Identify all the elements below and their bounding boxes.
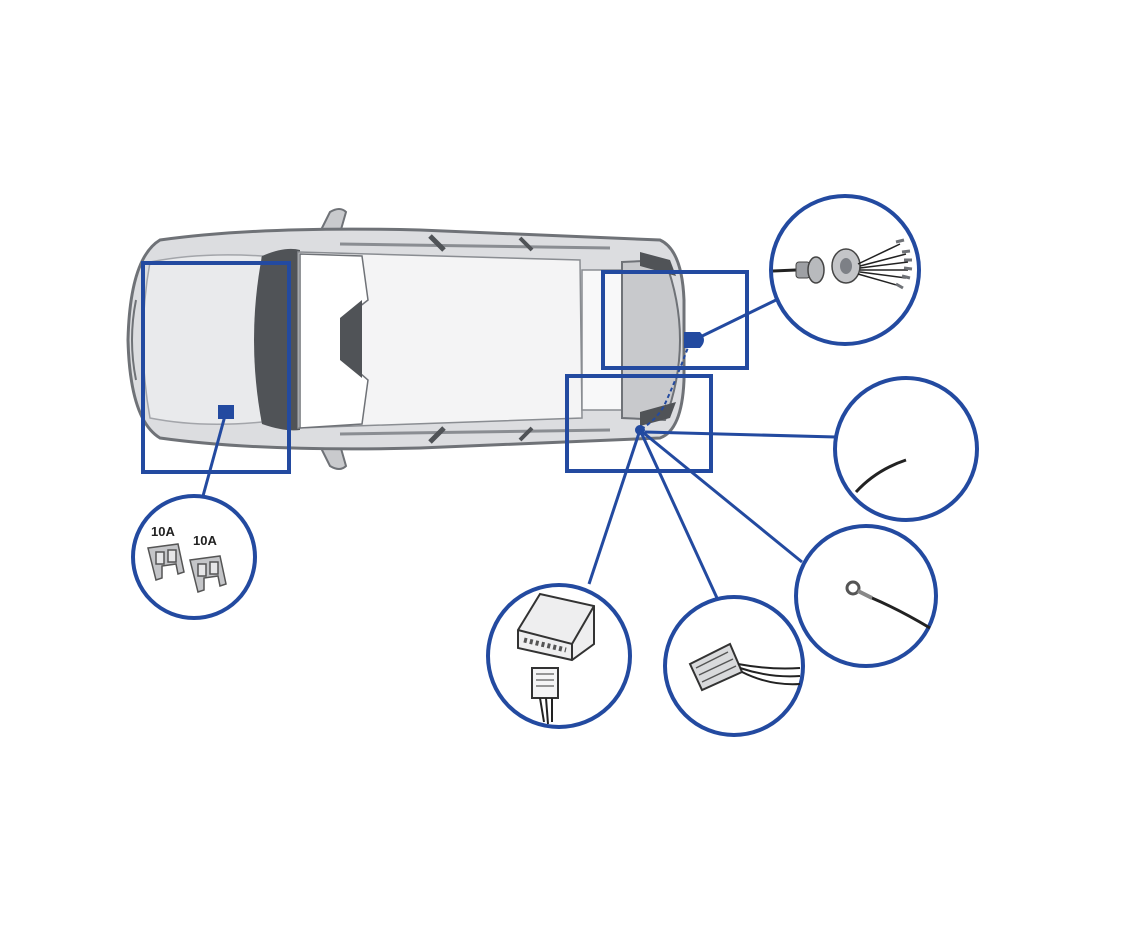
sunroof-notch [340, 300, 362, 378]
fuse-label-1: 10A [151, 524, 175, 539]
windshield [254, 248, 300, 431]
highlight-boxes [141, 261, 749, 474]
callout-circle [833, 376, 979, 522]
car-top-view [126, 208, 686, 470]
tailgate [621, 258, 682, 422]
callout-ground-ring [794, 524, 938, 668]
multi-pin-connector-icon [688, 642, 801, 692]
car-hood [142, 254, 263, 425]
roof-rail-left [339, 242, 611, 250]
fuse-label-2: 10A [193, 533, 217, 548]
callout-tow-socket [769, 194, 921, 346]
ring-terminal-icon [845, 580, 931, 630]
wiring-route [639, 341, 691, 431]
engine-bay-box [141, 261, 291, 474]
rear-bumper-box [565, 374, 713, 473]
fuse-pair-icon [147, 543, 227, 593]
tailgate-box [601, 270, 749, 370]
callout-vehicle-connector [663, 595, 805, 737]
callout-control-module [486, 583, 632, 729]
callout-cable-end [833, 376, 979, 522]
callout-circle [131, 494, 257, 620]
callout-fuses: 10A 10A [131, 494, 257, 620]
leader-lines [201, 298, 837, 599]
front-bumper [131, 299, 137, 381]
car-roof [297, 251, 583, 429]
cable-end-icon [854, 458, 907, 494]
tow-socket-wiring-icon [772, 238, 913, 290]
control-module-icon [517, 592, 595, 725]
